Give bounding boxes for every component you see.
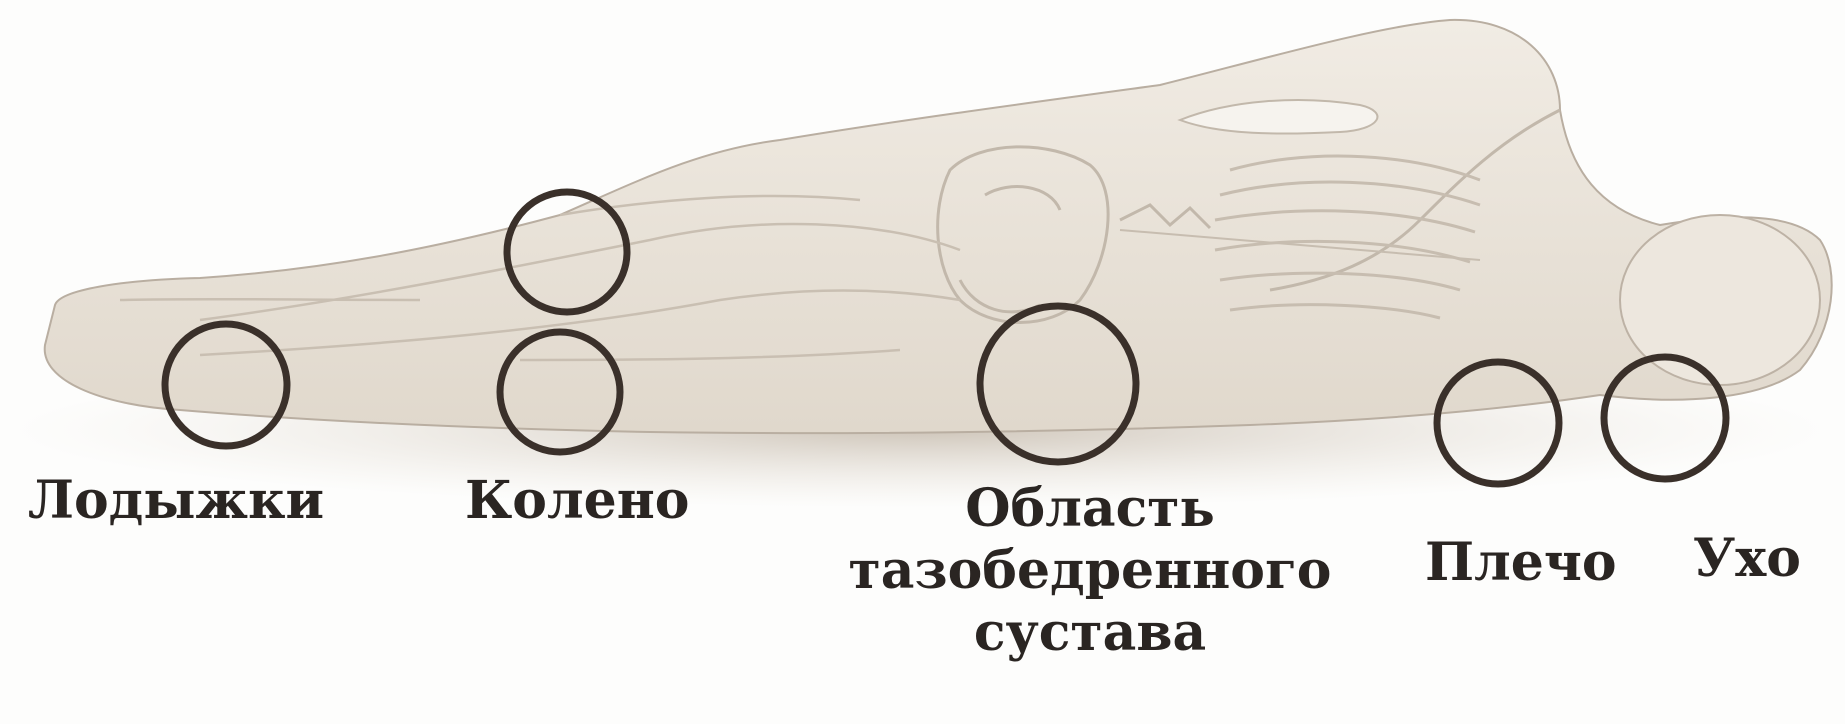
label-hip-line1: Область: [820, 478, 1360, 540]
label-hip-line3: сустава: [820, 602, 1360, 664]
label-hip-line2: тазобедренного: [820, 540, 1360, 602]
label-knee: Колено: [465, 470, 689, 532]
label-ear: Ухо: [1693, 528, 1801, 590]
label-shoulder: Плечо: [1425, 532, 1617, 594]
label-hip-joint: Область тазобедренного сустава: [820, 478, 1360, 664]
label-ankles: Лодыжки: [28, 470, 324, 532]
